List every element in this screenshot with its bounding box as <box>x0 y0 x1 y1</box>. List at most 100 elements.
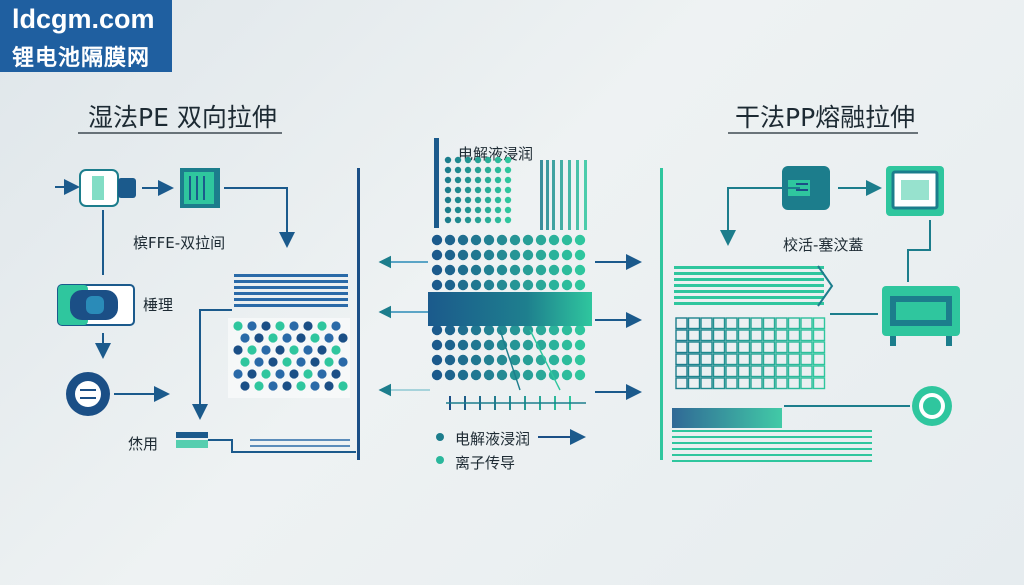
pore-dot <box>483 279 495 291</box>
grid-cell <box>675 317 688 330</box>
pore-dot <box>483 354 495 366</box>
pore-dot-small <box>494 196 502 204</box>
pore-dot-small <box>484 156 492 164</box>
pore-dot <box>496 249 508 261</box>
grid-cell <box>725 365 738 378</box>
bar-line <box>540 160 543 230</box>
pore-dot <box>483 369 495 381</box>
grid-cell <box>725 341 738 354</box>
pore-dot-small <box>474 206 482 214</box>
pore-dot <box>444 339 456 351</box>
pore-dot-small <box>464 206 472 214</box>
legend-item-ion: 离子传导 <box>455 454 516 472</box>
pore-dot <box>574 264 586 276</box>
pore-dot-small <box>504 176 512 184</box>
pore-dot <box>310 357 320 367</box>
grid-cell <box>737 341 751 354</box>
pore-dot <box>296 333 306 343</box>
pore-dot <box>561 279 573 291</box>
pore-dot-small <box>504 216 512 224</box>
extruder-icon <box>79 169 136 207</box>
pore-dot <box>496 354 508 366</box>
pore-dot <box>457 324 469 336</box>
pore-dot <box>289 369 299 379</box>
bar-line <box>546 160 549 230</box>
pore-dot <box>574 324 586 336</box>
grid-cell <box>675 377 688 390</box>
pore-dot <box>338 381 348 391</box>
grid-cell <box>812 341 826 354</box>
pore-dot <box>247 321 257 331</box>
pore-dot <box>303 369 313 379</box>
pore-dot <box>574 369 586 381</box>
left-flow <box>55 168 356 453</box>
pore-dot <box>548 264 560 276</box>
grid-cell <box>787 317 801 330</box>
grid-cell <box>712 365 726 378</box>
grid-cell <box>737 329 751 342</box>
grid-cell <box>687 365 701 378</box>
bar-line <box>576 160 579 230</box>
pore-dot <box>535 249 547 261</box>
pore-dot <box>561 354 573 366</box>
grid-cell <box>800 365 813 378</box>
pore-dot <box>431 279 443 291</box>
grid-cell <box>750 341 763 354</box>
pore-dot-small <box>504 196 512 204</box>
pore-dot <box>509 264 521 276</box>
pore-dot-small <box>484 196 492 204</box>
legend-dot-electrolyte <box>436 433 444 441</box>
pore-dot <box>431 339 443 351</box>
right-title: 干法PP熔融拉伸 <box>735 103 916 132</box>
pore-dot <box>233 321 243 331</box>
pore-dot-small <box>444 156 452 164</box>
pore-dot <box>522 369 534 381</box>
monitor-icon <box>886 166 944 216</box>
watermark-name: 锂电池隔膜网 <box>12 46 151 71</box>
pore-dot <box>457 369 469 381</box>
grid-cell <box>775 353 788 366</box>
pore-dot-small <box>494 206 502 214</box>
right-flow <box>672 166 960 462</box>
pore-dot <box>247 369 257 379</box>
pore-dot <box>282 381 292 391</box>
pore-dot <box>310 333 320 343</box>
left-step2-label: 棰理 <box>143 296 174 314</box>
pore-dot <box>324 357 334 367</box>
pore-dot-small <box>464 216 472 224</box>
grid-cell <box>700 377 713 390</box>
pore-dot-small <box>474 176 482 184</box>
pore-dot-small <box>464 166 472 174</box>
pore-dot <box>522 234 534 246</box>
pore-dot <box>470 249 482 261</box>
pore-dot <box>254 333 264 343</box>
pore-dot <box>289 345 299 355</box>
legend-dot-ion <box>436 456 444 464</box>
pore-dot <box>561 324 573 336</box>
pore-dot <box>275 369 285 379</box>
pore-dot-small <box>464 186 472 194</box>
pore-dot <box>496 264 508 276</box>
pore-dot <box>331 345 341 355</box>
pore-dot-small <box>444 166 452 174</box>
left-step1-label: 槟FFE-双拉间 <box>133 234 226 252</box>
pore-dot-small <box>474 196 482 204</box>
pore-dot <box>338 333 348 343</box>
pore-dot-small <box>494 166 502 174</box>
pore-dot <box>496 234 508 246</box>
pore-dot <box>522 264 534 276</box>
grid-cell <box>800 377 813 390</box>
diagonal-line <box>529 329 561 391</box>
grid-cell <box>800 341 813 354</box>
grid-cell <box>775 365 788 378</box>
pore-dot <box>496 369 508 381</box>
grid-cell <box>812 317 826 330</box>
pore-dot-small <box>454 216 462 224</box>
pore-dot-small <box>444 176 452 184</box>
stretching-machine-icon <box>882 286 960 346</box>
grid-cell <box>762 377 776 390</box>
pore-dot <box>268 357 278 367</box>
pore-dot <box>535 234 547 246</box>
pore-dot <box>561 249 573 261</box>
